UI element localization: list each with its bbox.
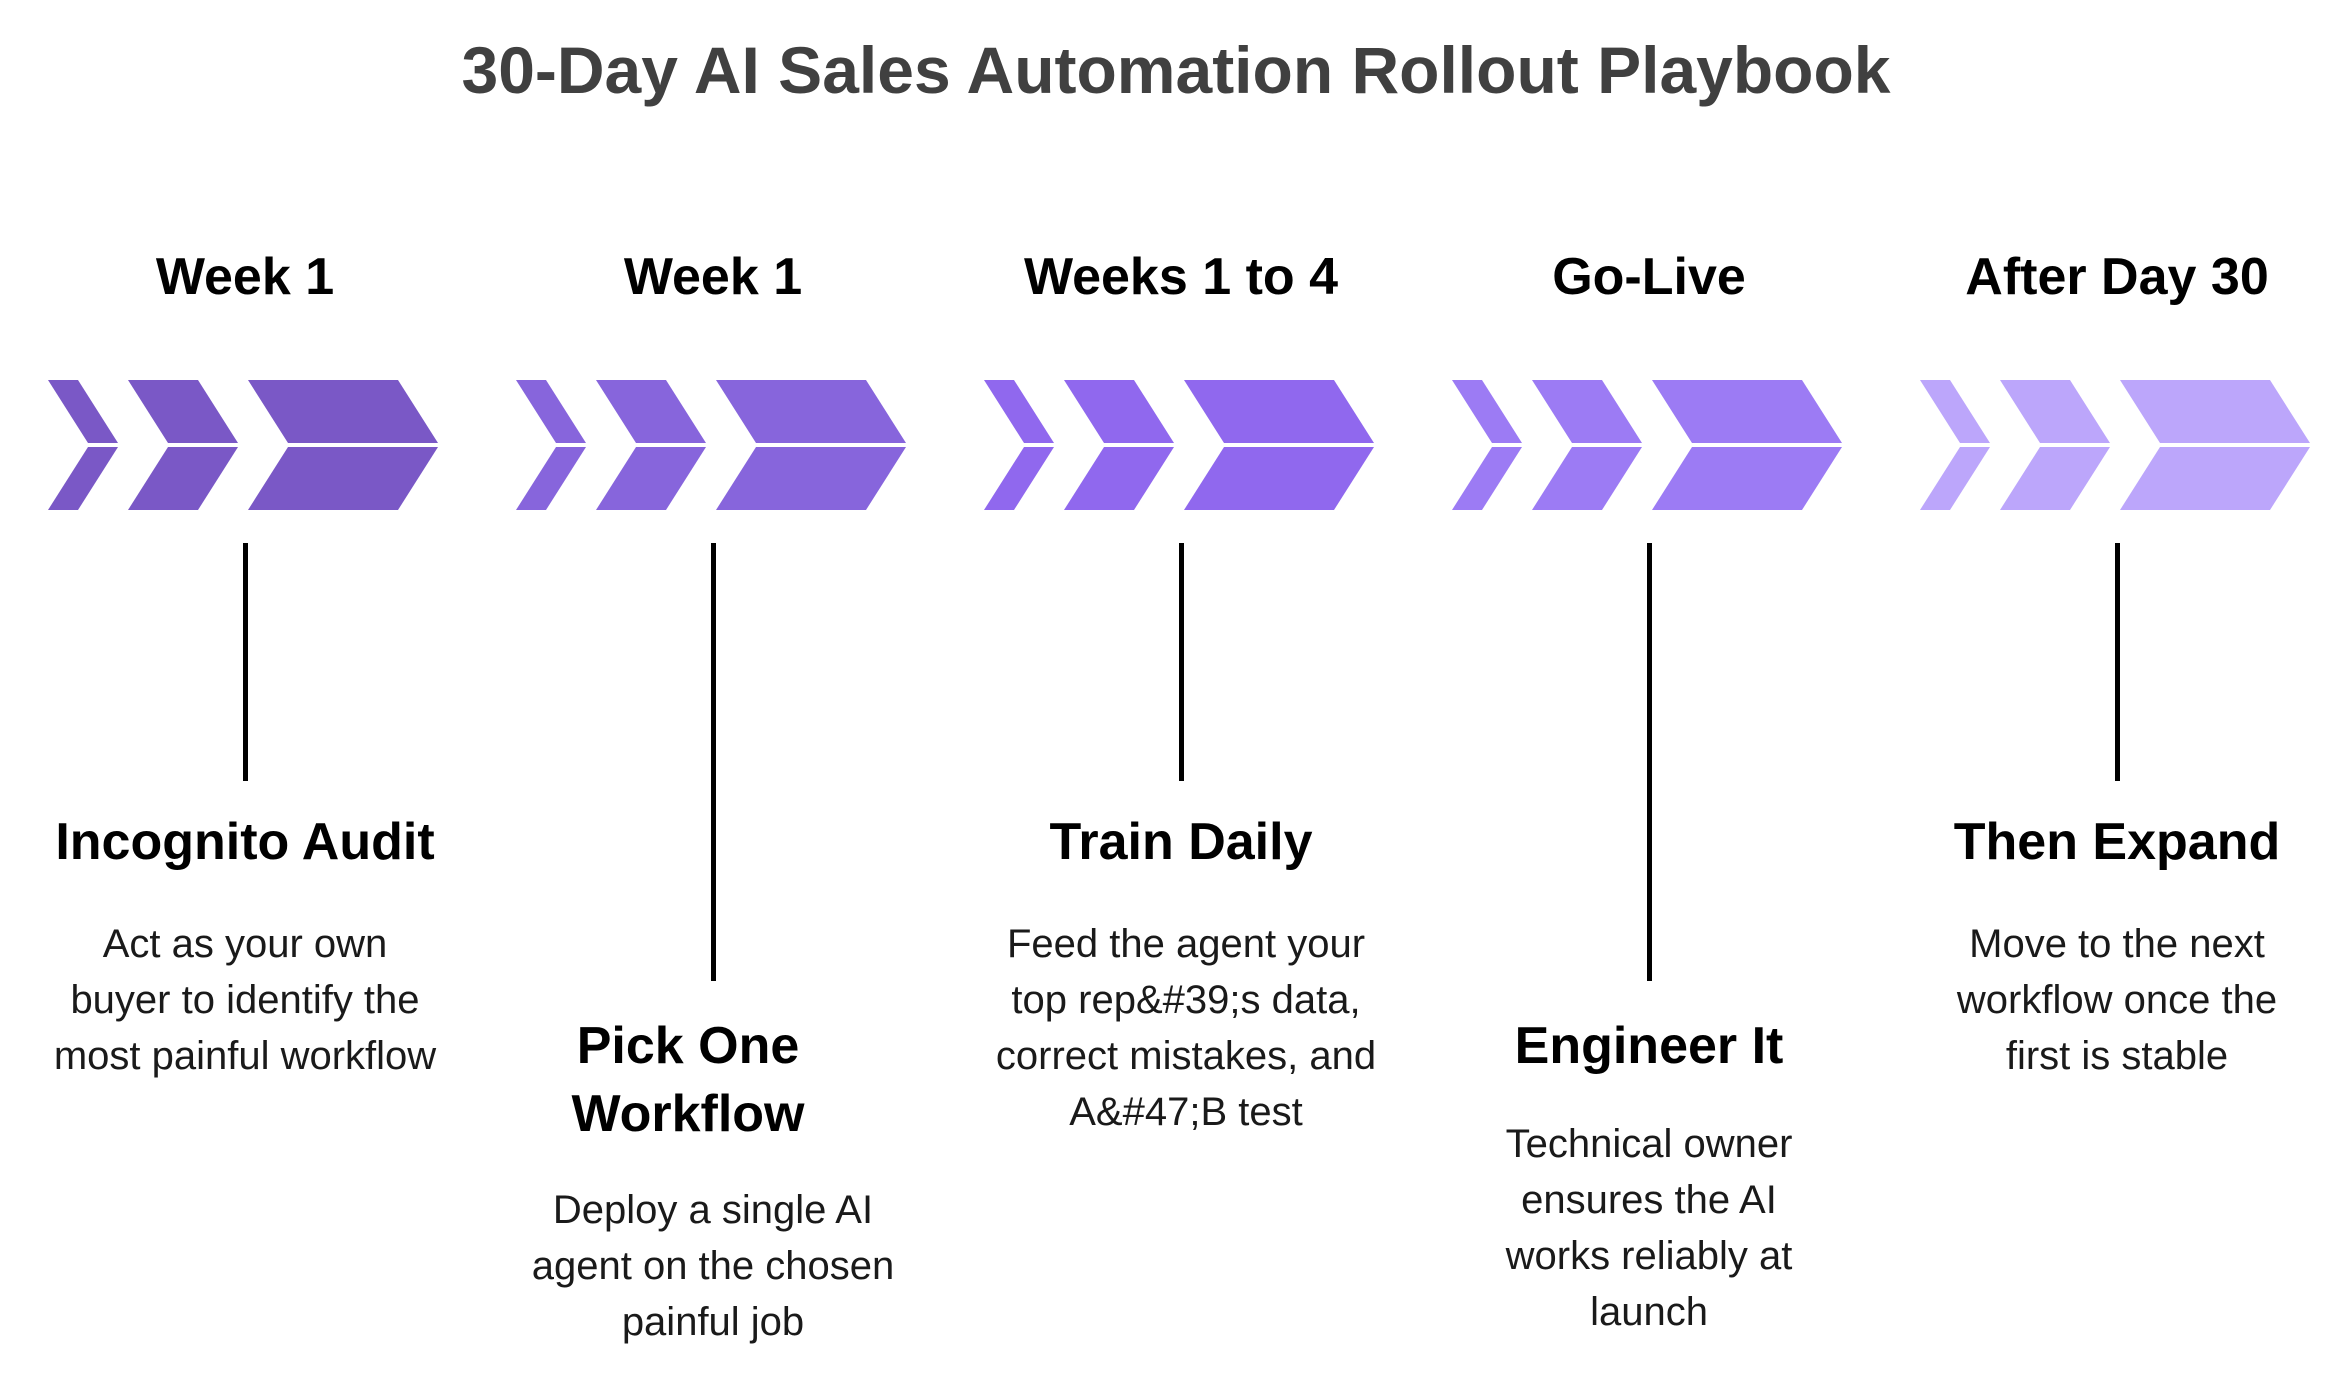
stage-4-connector-line [1647,543,1652,981]
stage-4-title: Engineer It [1514,1017,1784,1075]
chevron-large-bottom-icon [716,447,906,510]
chevron-medium-bottom-icon [596,447,706,510]
stage-1-title: Incognito Audit [55,813,435,871]
chevron-medium-top-icon [2000,380,2110,443]
stage-1-week-label: Week 1 [155,248,335,306]
chevron-small-top-icon [1452,380,1522,443]
chevron-medium-top-icon [596,380,706,443]
stage-5-title: Then Expand [1953,813,2281,871]
stage-2-week-label: Week 1 [623,248,803,306]
chevron-small-top-icon [1920,380,1990,443]
page-title: 30-Day AI Sales Automation Rollout Playb… [461,33,1891,107]
stage-2-description: Deploy a single AI agent on the chosen p… [531,1188,895,1344]
stage-1-chevron-arrows-icon [48,380,438,510]
chevron-large-bottom-icon [1184,447,1374,510]
stage-1-description: Act as your own buyer to identify the mo… [53,922,437,1078]
chevron-small-bottom-icon [984,447,1054,510]
chevron-small-bottom-icon [516,447,586,510]
chevron-medium-bottom-icon [128,447,238,510]
chevron-large-top-icon [1184,380,1374,443]
stage-4-description: Technical owner ensures the AI works rel… [1505,1122,1793,1334]
stage-5-connector-line [2115,543,2120,781]
chevron-small-top-icon [516,380,586,443]
stage-5-week-label: After Day 30 [1965,248,2269,306]
stage-3-description: Feed the agent your top rep&#39;s data, … [995,922,1377,1134]
stage-3-title: Train Daily [1049,813,1313,871]
chevron-medium-top-icon [1532,380,1642,443]
stage-3-connector-line [1179,543,1184,781]
stage-2-title: Pick One Workflow [571,1017,805,1143]
stage-4-chevron-arrows-icon [1452,380,1842,510]
chevron-medium-bottom-icon [2000,447,2110,510]
stage-4: Go-Live Engineer It Technical owner ensu… [1414,0,1884,1382]
chevron-small-top-icon [48,380,118,443]
stage-3-chevron-arrows-icon [984,380,1374,510]
chevron-medium-top-icon [1064,380,1174,443]
chevron-medium-bottom-icon [1532,447,1642,510]
chevron-large-top-icon [2120,380,2310,443]
chevron-medium-bottom-icon [1064,447,1174,510]
stage-2-chevron-arrows-icon [516,380,906,510]
stage-5-description: Move to the next workflow once the first… [1956,922,2278,1078]
stage-4-week-label: Go-Live [1552,248,1746,306]
chevron-large-top-icon [716,380,906,443]
chevron-small-bottom-icon [48,447,118,510]
stage-1: Week 1 Incognito Audit Act as your own b… [10,0,480,1382]
chevron-large-bottom-icon [248,447,438,510]
stage-5-chevron-arrows-icon [1920,380,2310,510]
chevron-medium-top-icon [128,380,238,443]
stage-5: After Day 30 Then Expand Move to the nex… [1882,0,2352,1382]
chevron-large-bottom-icon [2120,447,2310,510]
chevron-large-top-icon [248,380,438,443]
chevron-large-top-icon [1652,380,1842,443]
chevron-small-bottom-icon [1452,447,1522,510]
chevron-small-bottom-icon [1920,447,1990,510]
stage-2-connector-line [711,543,716,981]
stage-2: Week 1 Pick One Workflow Deploy a single… [478,0,948,1382]
chevron-small-top-icon [984,380,1054,443]
stage-3-week-label: Weeks 1 to 4 [1023,248,1339,306]
stage-3: Weeks 1 to 4 Train Daily Feed the agent … [946,0,1416,1382]
stage-1-connector-line [243,543,248,781]
chevron-large-bottom-icon [1652,447,1842,510]
